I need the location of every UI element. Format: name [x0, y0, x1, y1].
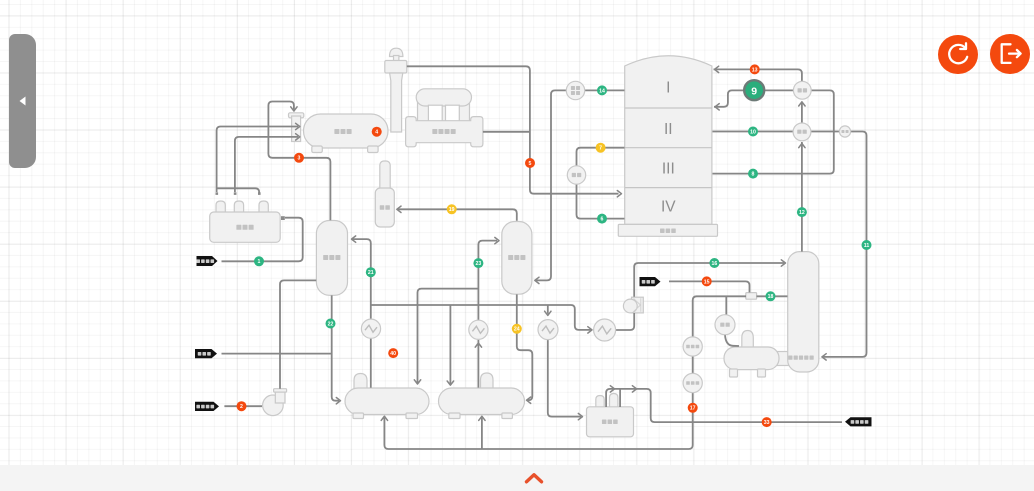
- svg-text:23: 23: [476, 261, 482, 267]
- svg-text:10: 10: [750, 129, 756, 135]
- svg-text:7: 7: [599, 146, 602, 152]
- svg-text:22: 22: [328, 321, 334, 327]
- svg-text:18: 18: [768, 294, 774, 300]
- svg-text:5: 5: [529, 161, 532, 167]
- svg-text:6: 6: [601, 217, 604, 223]
- svg-text:15: 15: [704, 279, 710, 285]
- svg-text:14: 14: [599, 88, 605, 94]
- svg-text:13: 13: [752, 67, 758, 73]
- svg-text:8: 8: [752, 172, 755, 178]
- svg-text:II: II: [664, 121, 673, 138]
- svg-text:40: 40: [390, 351, 396, 357]
- svg-text:I: I: [666, 80, 670, 97]
- svg-text:III: III: [662, 160, 675, 177]
- svg-text:24: 24: [514, 327, 520, 333]
- svg-text:3: 3: [298, 156, 301, 162]
- svg-text:17: 17: [690, 406, 696, 412]
- svg-text:12: 12: [799, 210, 805, 216]
- svg-text:2: 2: [240, 404, 243, 410]
- svg-text:11: 11: [864, 243, 870, 249]
- svg-text:9: 9: [751, 85, 757, 97]
- svg-text:19: 19: [449, 207, 455, 213]
- svg-text:4: 4: [375, 130, 378, 136]
- svg-text:33: 33: [764, 420, 770, 426]
- svg-text:21: 21: [368, 270, 374, 276]
- svg-text:IV: IV: [661, 198, 676, 215]
- svg-text:1: 1: [258, 259, 261, 265]
- svg-text:16: 16: [712, 261, 718, 267]
